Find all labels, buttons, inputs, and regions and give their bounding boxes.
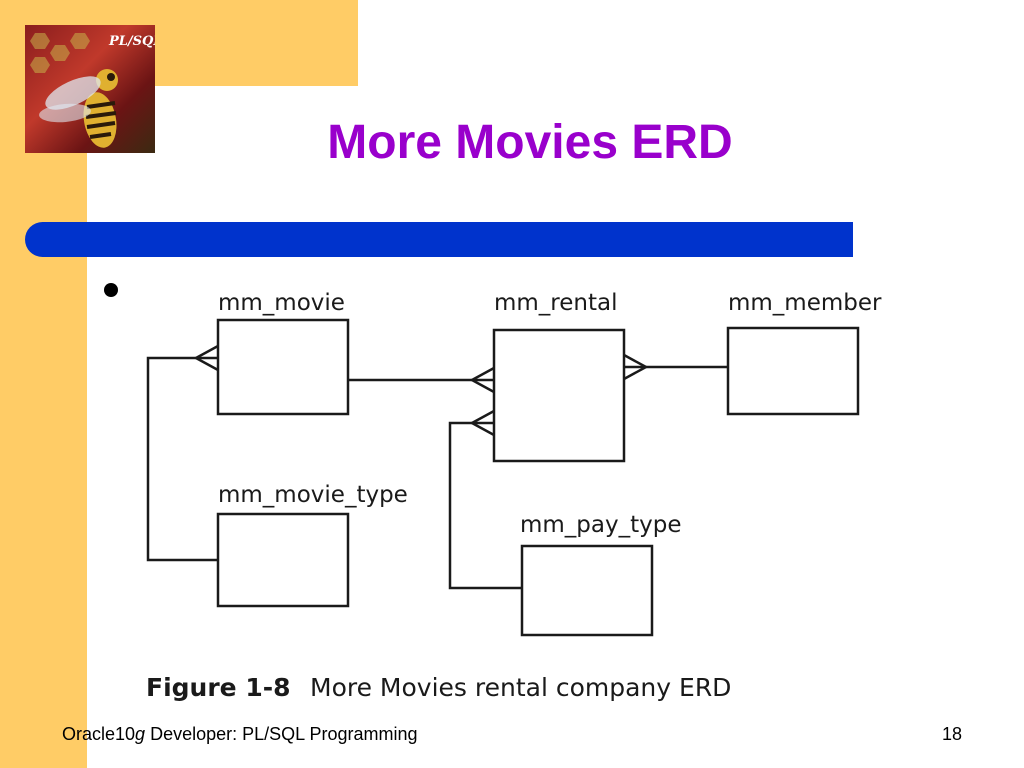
- entity-box-rental: [492, 328, 626, 463]
- entity-box-movie-type: [216, 512, 350, 608]
- entity-label-movie-type: mm_movie_type: [218, 482, 408, 508]
- figure-caption-text: More Movies rental company ERD: [310, 673, 731, 702]
- crowfoot-rental-member: [623, 353, 647, 381]
- entity-box-member: [726, 326, 860, 416]
- entity-label-pay-type: mm_pay_type: [520, 512, 682, 538]
- entity-label-rental: mm_rental: [494, 290, 618, 316]
- relationship-movie-type-movie: [146, 356, 218, 562]
- entity-box-pay-type: [520, 544, 654, 637]
- crowfoot-rental-movie: [471, 366, 495, 394]
- figure-caption-label: Figure 1-8: [146, 673, 291, 702]
- crowfoot-rental-pay-type: [471, 409, 495, 437]
- entity-box-movie: [216, 318, 350, 416]
- footer-product-suffix: Developer: PL/SQL Programming: [145, 724, 418, 744]
- title-underline-bar: [25, 222, 853, 257]
- footer-page-number: 18: [941, 724, 962, 744]
- footer-product-name: Oracle10g Developer: PL/SQL Programming: [62, 724, 418, 745]
- slide-title: More Movies ERD: [327, 116, 733, 169]
- entity-label-member: mm_member: [728, 290, 882, 316]
- bullet-dot: [104, 283, 118, 297]
- crowfoot-movie: [195, 344, 219, 372]
- logo-text: PL/SQL: [108, 34, 155, 49]
- entity-label-movie: mm_movie: [218, 290, 345, 316]
- erd-diagram: mm_movie mm_rental mm_member mm_movie_ty…: [140, 270, 900, 710]
- footer-product-italic: g: [135, 724, 146, 744]
- plsql-logo: PL/SQL: [25, 25, 155, 153]
- footer-product-prefix: Oracle10: [62, 724, 136, 744]
